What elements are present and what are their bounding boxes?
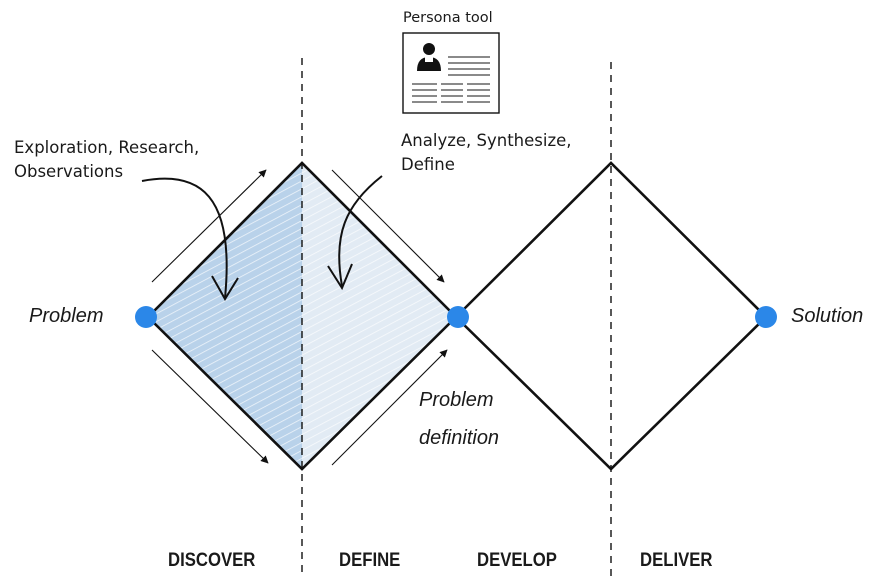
curved-arrow-exploration [141, 177, 228, 299]
arrow-down-right-edge [331, 169, 445, 283]
arrow-up-right-edge [331, 349, 448, 466]
solution-node [755, 306, 777, 328]
analyze-line-2: Define [401, 155, 455, 174]
analyze-annotation: Analyze, Synthesize, Define [401, 129, 572, 177]
phase-label-discover: DISCOVER [168, 550, 256, 571]
persona-tool-title: Persona tool [403, 10, 493, 26]
exploration-line-1: Exploration, Research, [14, 138, 200, 157]
solution-label: Solution [791, 305, 864, 327]
analyze-line-1: Analyze, Synthesize, [401, 131, 572, 150]
phase-label-deliver: DELIVER [640, 550, 713, 571]
discover-hatch [148, 163, 302, 469]
problem-definition-line-2: definition [419, 427, 500, 449]
persona-card-icon [402, 32, 500, 114]
arrow-down-left-edge [151, 349, 269, 464]
phase-label-develop: DEVELOP [477, 550, 557, 571]
curved-arrow-analyze-head [327, 263, 353, 291]
problem-definition-line-1: Problem [419, 389, 494, 411]
exploration-line-2: Observations [14, 162, 124, 181]
curved-arrow-exploration-head [211, 275, 239, 301]
curved-arrow-analyze [338, 175, 383, 287]
phase-label-define: DEFINE [339, 550, 401, 571]
problem-label: Problem [29, 305, 104, 327]
exploration-annotation: Exploration, Research, Observations [14, 136, 199, 184]
midpoint-node [447, 306, 469, 328]
problem-node [135, 306, 157, 328]
arrow-up-left-edge [151, 169, 267, 283]
problem-definition-annotation: Problem definition [419, 381, 499, 457]
